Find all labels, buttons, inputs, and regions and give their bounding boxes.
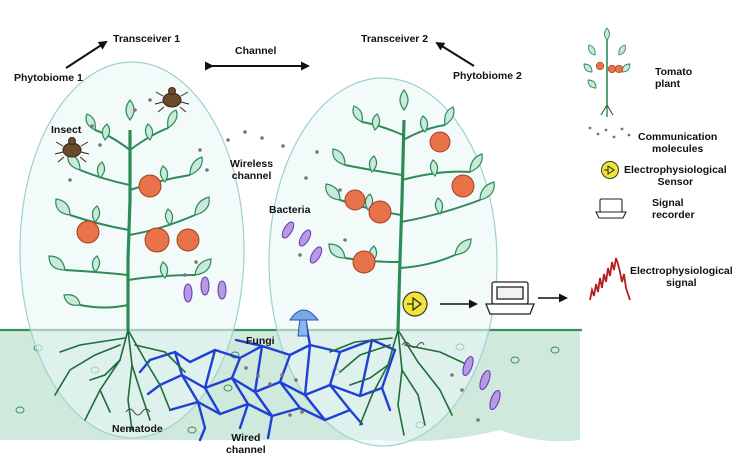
- electrophysiological-sensor-icon: [402, 291, 428, 317]
- legend-tomato-line2: plant: [655, 78, 681, 91]
- fungal-network: [138, 316, 397, 442]
- insect-label: Insect: [51, 124, 82, 136]
- roots-plant-1: [54, 329, 186, 431]
- legend-sensor-label: Electrophysiological Sensor: [624, 164, 727, 189]
- roots-plant-2: [329, 329, 469, 436]
- legend-sensor-line1: Electrophysiological: [624, 164, 727, 176]
- legend-tomato-plant-icon: [583, 27, 631, 117]
- transceiver-1-label: Transceiver 1: [113, 33, 181, 45]
- bacteria-icon: [183, 221, 501, 411]
- signal-recorder-laptop-icon: [485, 281, 535, 315]
- bacteria-label: Bacteria: [269, 204, 311, 216]
- channel-label: Channel: [235, 45, 277, 57]
- legend-sensor-line2: Sensor: [657, 176, 694, 189]
- legend-communication-molecules-icon: [588, 126, 631, 139]
- legend-electrophysiological-signal-label: Electrophysiological signal: [630, 265, 733, 290]
- legend-comm-line2: molecules: [651, 143, 704, 156]
- wired-label-line1: Wired: [231, 432, 261, 444]
- legend-signal-line1: Electrophysiological: [630, 265, 733, 277]
- legend-signal-recorder-label: Signal recorder: [652, 197, 695, 222]
- legend-recorder-line2: recorder: [652, 209, 695, 222]
- legend-sensor-icon: [601, 161, 619, 179]
- legend-tomato-line1: Tomato: [655, 66, 693, 78]
- insect-bug-icon: [54, 137, 90, 163]
- legend-signal-recorder-icon: [595, 198, 627, 219]
- phytobiome-1-boundary: [19, 61, 245, 439]
- fungi-label: Fungi: [246, 335, 275, 347]
- tomato-plant-1: [48, 99, 212, 330]
- legend-communication-molecules-label: Communication molecules: [638, 131, 717, 156]
- insect-bug-icon: [154, 87, 190, 113]
- mushroom: [289, 309, 320, 337]
- transceiver-2-label: Transceiver 2: [361, 33, 429, 45]
- wired-channel-label: Wired channel: [226, 432, 266, 457]
- nematode-icon: [125, 342, 425, 416]
- wireless-label-line2: channel: [231, 170, 272, 183]
- arrow-to-transceiver-1: [65, 40, 108, 69]
- wireless-channel-label: Wireless channel: [230, 158, 273, 183]
- arrow-to-transceiver-2: [435, 41, 475, 67]
- communication-molecule-dots: [68, 98, 480, 422]
- wired-label-line2: channel: [226, 444, 266, 457]
- legend-comm-line1: Communication: [638, 131, 718, 143]
- legend-signal-line2: signal: [666, 277, 697, 290]
- phytobiome-1-label: Phytobiome 1: [14, 72, 83, 84]
- nematode-label: Nematode: [112, 423, 163, 435]
- legend-electrophysiological-signal-trace: [589, 257, 631, 301]
- legend-recorder-line1: Signal: [652, 197, 684, 209]
- tomato-plant-2: [325, 89, 495, 331]
- phytobiome-2-label: Phytobiome 2: [453, 70, 522, 82]
- legend-tomato-plant-label: Tomato plant: [655, 66, 692, 91]
- wireless-label-line1: Wireless: [230, 158, 274, 170]
